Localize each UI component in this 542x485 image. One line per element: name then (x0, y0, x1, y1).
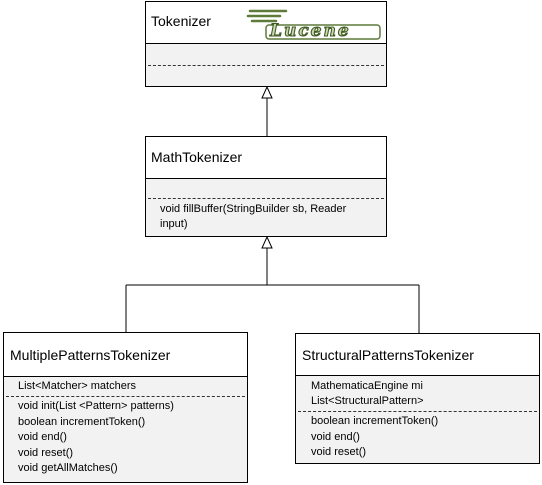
class-math-tokenizer-operation: void fillBuffer(StringBuilder sb, Reader (160, 203, 347, 215)
class-structural-patterns-tokenizer-title: StructuralPatternsTokenizer (302, 347, 474, 363)
class-math-tokenizer-title: MathTokenizer (151, 149, 243, 165)
class-tokenizer-header: Tokenizer Lucene (146, 2, 386, 44)
math-tokenizer-inheritance-arrowhead (261, 235, 273, 249)
class-multiple-patterns-tokenizer-operation: void getAllMatches() (18, 462, 118, 474)
class-multiple-patterns-tokenizer-operation: boolean incrementToken() (18, 416, 146, 428)
class-multiple-patterns-tokenizer-operation: void end() (18, 431, 67, 443)
class-structural-patterns-tokenizer-operation: void end() (311, 431, 360, 443)
class-tokenizer-title: Tokenizer (151, 13, 211, 29)
class-structural-patterns-tokenizer-attribute: List<StructuralPattern> (311, 395, 424, 407)
class-multiple-patterns-tokenizer-operation: void reset() (18, 447, 74, 459)
class-multiple-patterns-tokenizer-attribute: List<Matcher> matchers (18, 380, 136, 392)
class-multiple-patterns-tokenizer-title: MultiplePatternsTokenizer (10, 347, 171, 363)
class-multiple-patterns-tokenizer[interactable]: MultiplePatternsTokenizer List<Matcher> … (3, 332, 248, 483)
class-math-tokenizer[interactable]: MathTokenizer void fillBuffer(StringBuil… (145, 136, 387, 237)
class-structural-patterns-tokenizer-operation: boolean incrementToken() (311, 415, 439, 427)
class-math-tokenizer-header: MathTokenizer (146, 137, 386, 179)
class-math-tokenizer-operation: input) (160, 218, 188, 230)
class-structural-patterns-tokenizer-separator (298, 411, 537, 412)
class-structural-patterns-tokenizer-operation: void reset() (311, 446, 367, 458)
svg-text:Lucene: Lucene (269, 21, 351, 41)
class-multiple-patterns-tokenizer-header: MultiplePatternsTokenizer (4, 333, 247, 377)
class-multiple-patterns-tokenizer-operation: void init(List <Pattern> patterns) (18, 400, 174, 412)
class-tokenizer-separator (148, 65, 384, 66)
class-tokenizer[interactable]: Tokenizer Lucene (145, 1, 387, 87)
class-math-tokenizer-separator (148, 198, 384, 199)
class-structural-patterns-tokenizer[interactable]: StructuralPatternsTokenizer MathematicaE… (295, 333, 540, 464)
class-multiple-patterns-tokenizer-separator (6, 396, 245, 397)
lucene-logo: Lucene (246, 9, 381, 41)
tokenizer-inheritance-arrowhead (261, 85, 273, 99)
class-structural-patterns-tokenizer-header: StructuralPatternsTokenizer (296, 334, 539, 376)
class-structural-patterns-tokenizer-attribute: MathematicaEngine mi (311, 380, 423, 392)
